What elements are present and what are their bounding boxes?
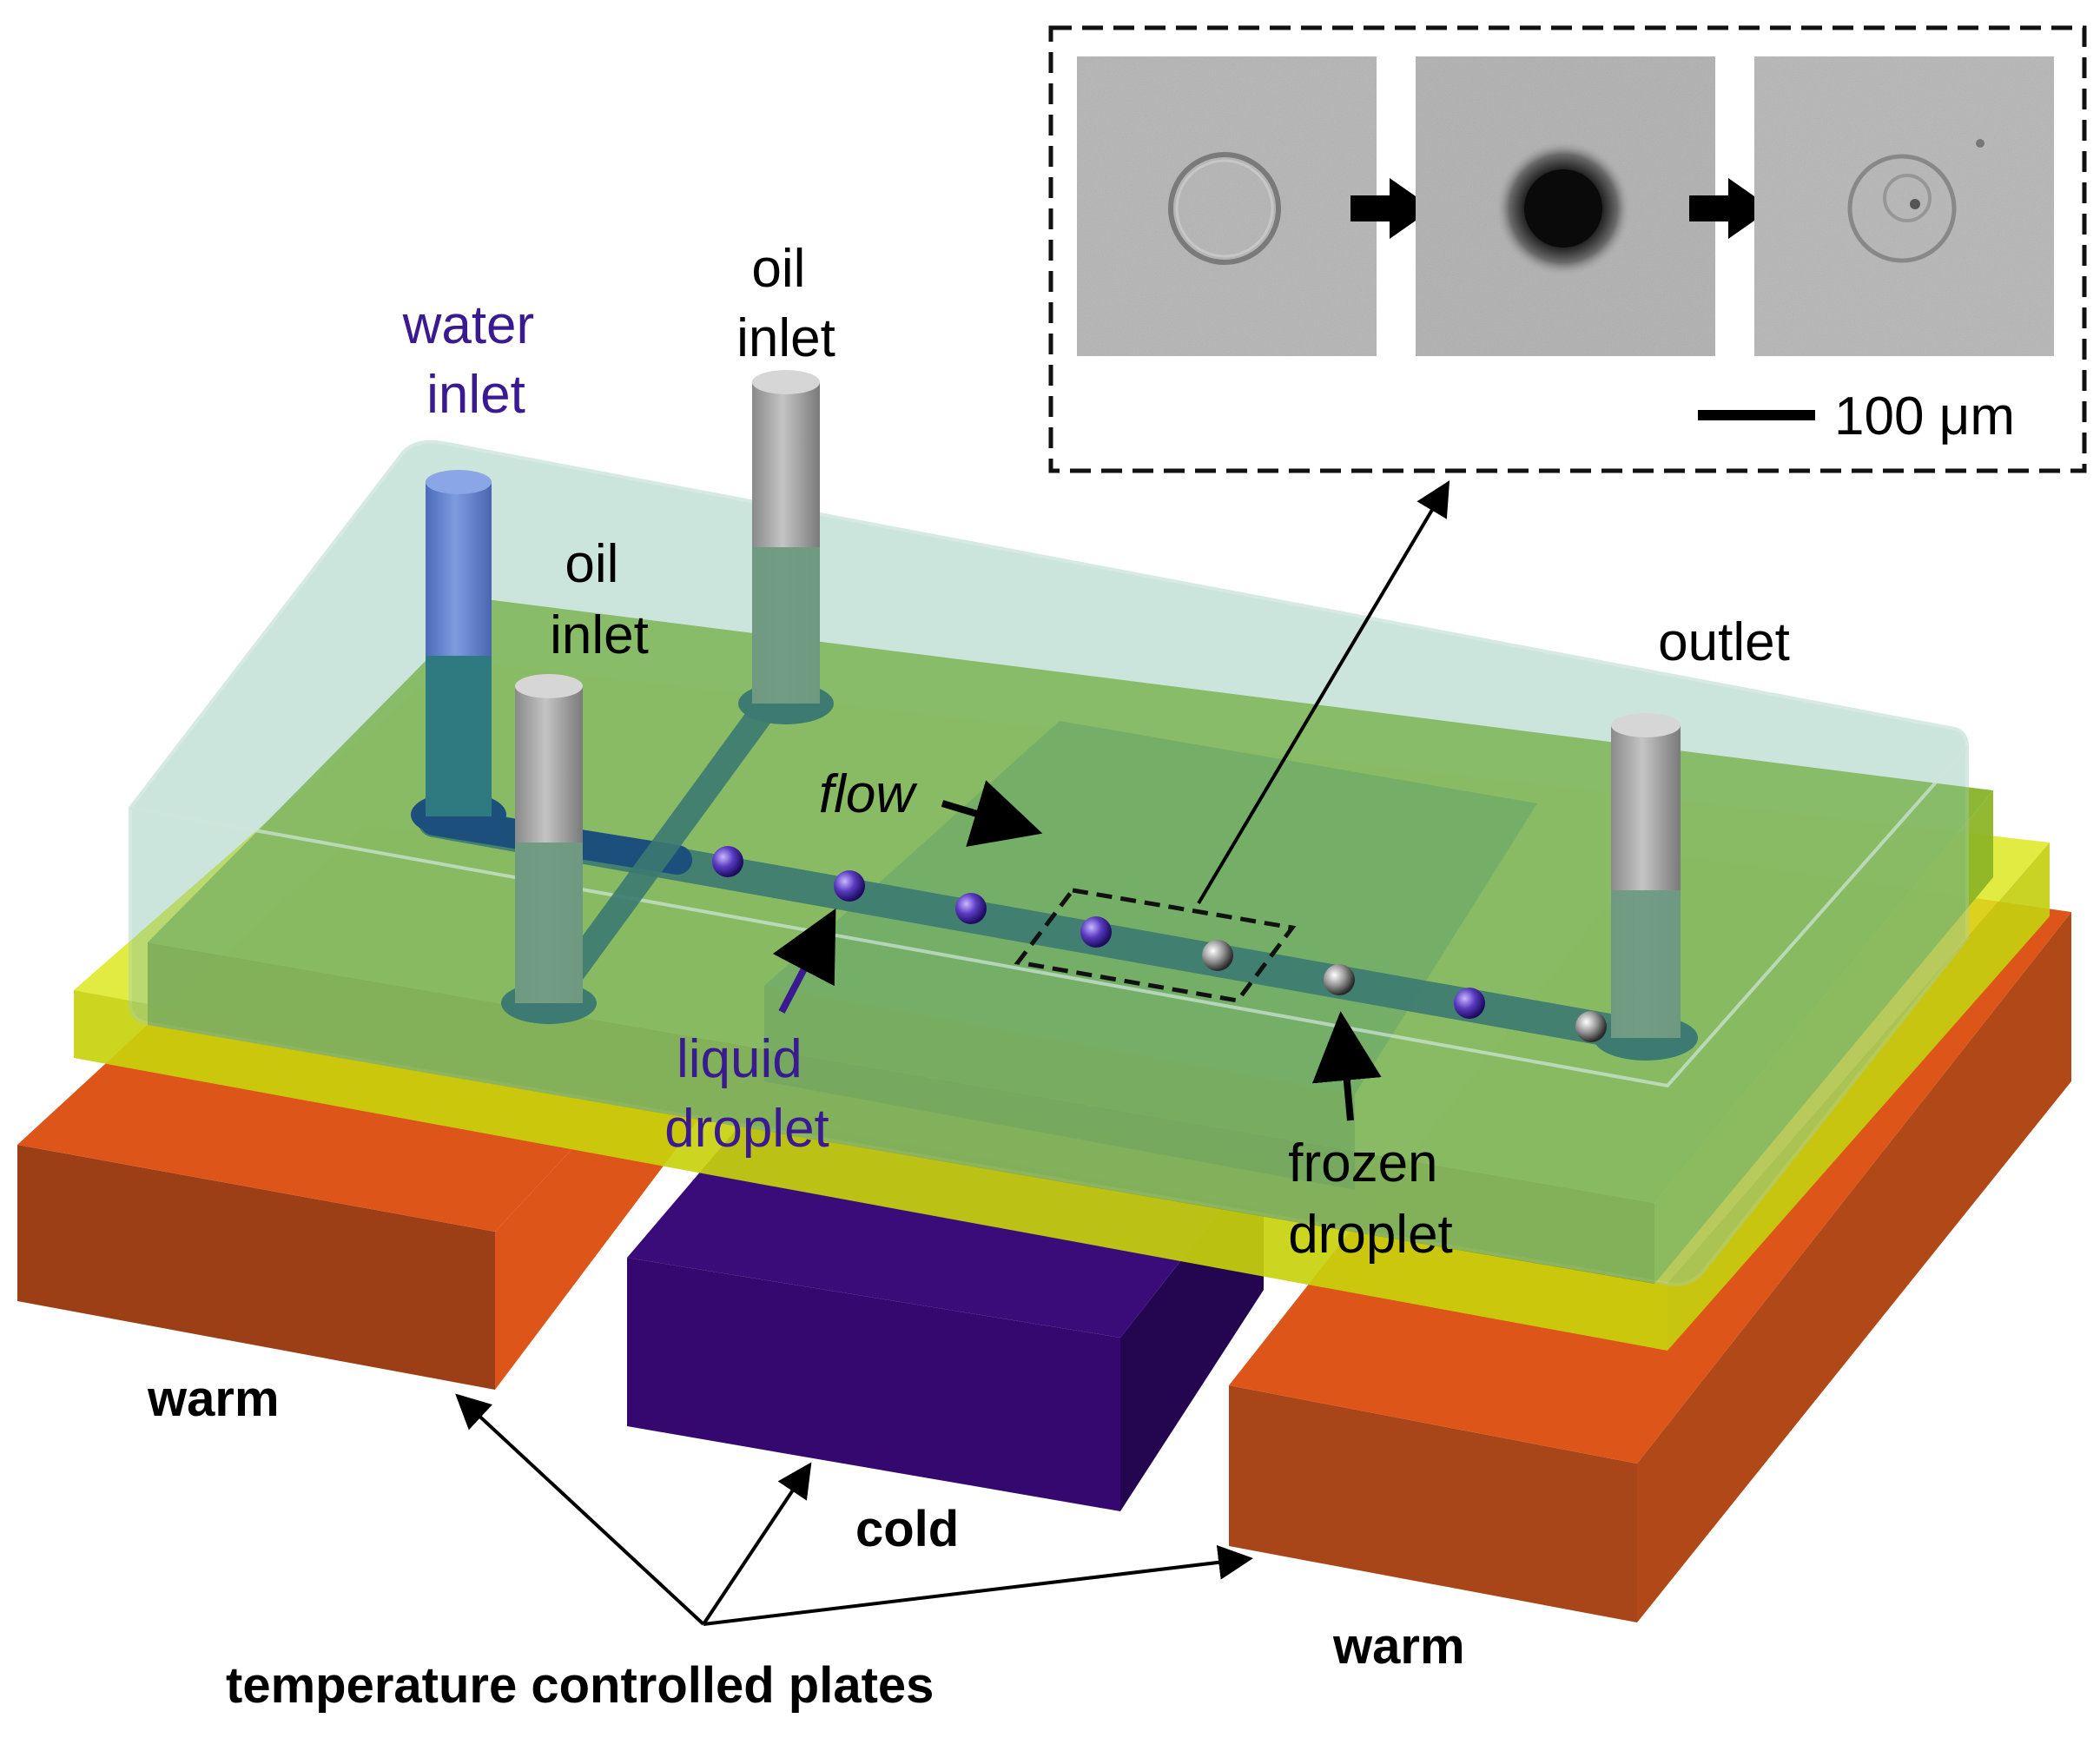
warm-right-label: warm: [1332, 1618, 1465, 1675]
liquid-droplet: [1080, 916, 1112, 948]
liquid-droplet-label: liquid droplet: [664, 1029, 829, 1159]
inset-panel-frozen: [1416, 56, 1715, 356]
micrograph-inset: 100 μm: [1048, 25, 2087, 473]
frozen-droplets: [1202, 940, 1607, 1042]
oil-inlet-tube-top: [738, 370, 834, 724]
inset-arrow-1: [1350, 178, 1433, 239]
oil-inlet-top-label: oil inlet: [736, 239, 835, 368]
frozen-droplet: [1575, 1011, 1607, 1042]
inset-panel-thawed: [1754, 56, 2054, 356]
oil-inlet-left-label: oil inlet: [550, 534, 649, 665]
plates-label: temperature controlled plates: [226, 1657, 934, 1714]
flow-arrow: [941, 780, 1043, 847]
inset-arrow-2: [1689, 178, 1772, 239]
plates-arrow-left: [455, 1393, 705, 1626]
outlet-label: outlet: [1658, 612, 1790, 672]
pdms-chip: [148, 599, 1993, 1284]
outlet-tube: [1594, 713, 1698, 1061]
frozen-droplet: [1324, 964, 1355, 995]
frozen-droplet-label: frozen droplet: [1288, 1133, 1453, 1265]
oil-inlet-tube-left: [501, 674, 597, 1024]
flow-label: flow: [819, 764, 918, 824]
glass-cover: [129, 439, 1969, 1286]
water-inlet-tube: [411, 470, 506, 837]
plates-arrow-cold: [702, 1462, 812, 1626]
arrows: [455, 480, 1450, 1626]
scale-bar-label: 100 μm: [1834, 387, 2015, 446]
liquid-droplet: [712, 846, 743, 877]
liquid-droplet: [834, 870, 865, 902]
plates-arrow-right: [703, 1544, 1253, 1626]
liquid-droplets: [712, 846, 1485, 1019]
liquid-droplet-arrow: [772, 908, 836, 1014]
frozen-droplet: [1202, 940, 1233, 971]
inset-panel-liquid: [1077, 56, 1377, 356]
zoom-arrow: [1197, 480, 1450, 905]
warm-left-label: warm: [147, 1371, 280, 1427]
water-inlet-label: water inlet: [402, 295, 550, 425]
zoom-region-box: [1014, 888, 1297, 1003]
liquid-droplet: [1454, 988, 1485, 1019]
cold-label: cold: [855, 1501, 959, 1557]
frozen-droplet-arrow: [1311, 1011, 1382, 1121]
liquid-droplet: [955, 893, 987, 924]
